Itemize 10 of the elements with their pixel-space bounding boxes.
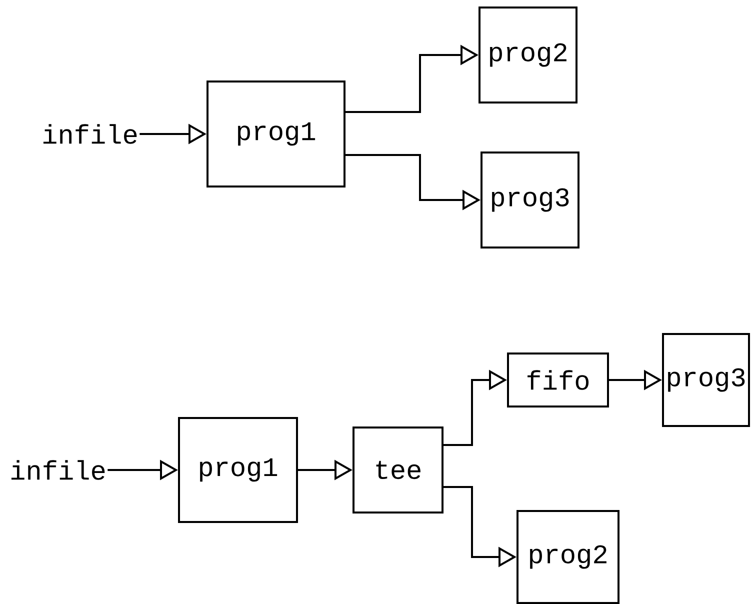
process-box: prog1 [178,417,298,523]
process-box: tee [352,426,444,514]
input-label: infile [43,124,137,144]
process-box: prog3 [662,333,750,427]
process-box: prog1 [206,80,346,188]
process-box: fifo [507,352,609,408]
process-box: prog3 [480,152,580,248]
input-label: infile [11,460,105,480]
process-box: prog2 [516,510,620,604]
process-box: prog2 [478,6,578,104]
